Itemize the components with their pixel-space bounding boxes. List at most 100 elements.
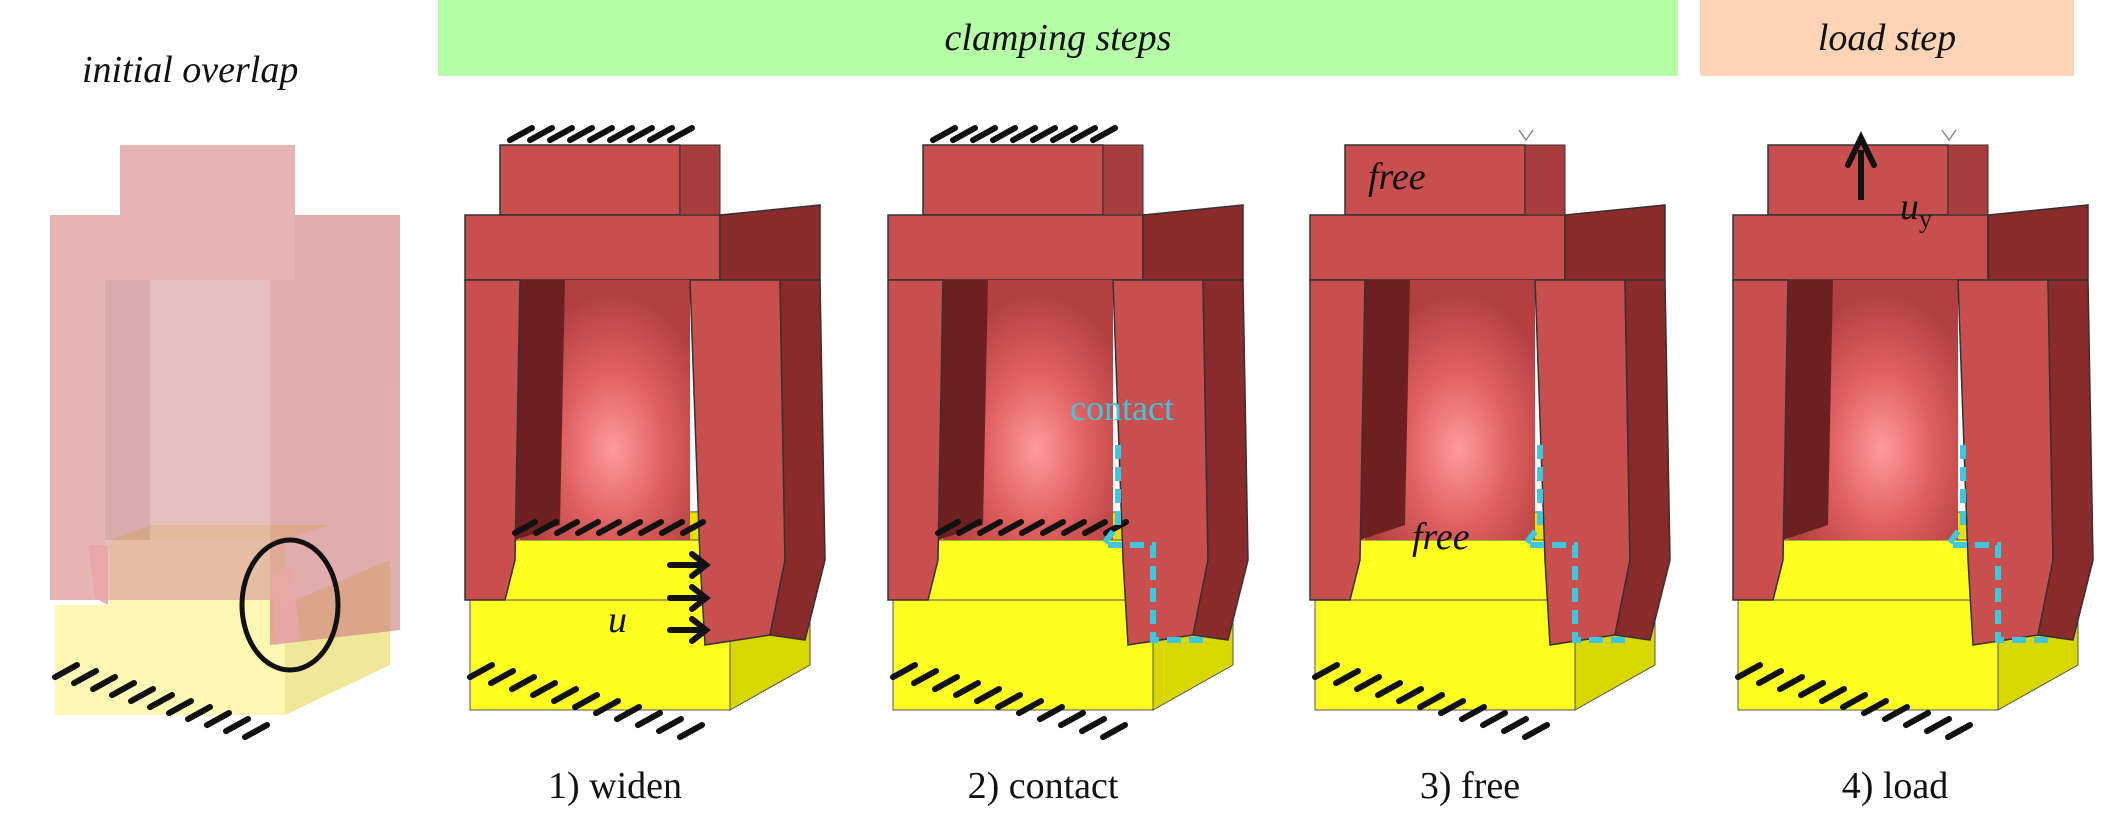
ground-hatch-mark — [932, 674, 960, 693]
top-clamp-hatch — [1050, 125, 1078, 144]
ground-hatch-mark — [1945, 722, 1973, 741]
interface-clamp-hatch — [1103, 519, 1129, 536]
caption-contact: 2) contact — [967, 765, 1119, 807]
ground-hatch-mark — [1840, 692, 1868, 711]
clamp-crossbar-side — [295, 215, 400, 280]
ground-hatch-mark — [223, 716, 251, 735]
ground-hatch-mark — [530, 680, 558, 699]
top-clamp-hatch — [930, 125, 958, 144]
clamp-crossbar — [464, 214, 721, 281]
ground-hatch-mark — [1459, 704, 1487, 723]
clamp-leg-right — [270, 280, 400, 645]
clamp-leg-right-side — [1192, 279, 1249, 641]
top-clamp-hatch — [990, 125, 1018, 144]
panel-contact — [887, 125, 1249, 741]
clamp-leg-left — [464, 279, 521, 601]
ground-hatch — [52, 662, 270, 741]
ground-hatch-mark — [1354, 674, 1382, 693]
interface-clamp-hatch — [554, 519, 580, 536]
ground-hatch-mark — [185, 704, 213, 723]
interface-clamp-hatch — [533, 519, 559, 536]
free-top-label: free — [1368, 156, 1426, 198]
interface-clamp-hatch — [575, 519, 601, 536]
ground-hatch-mark — [467, 662, 495, 681]
panel-initial-overlap — [50, 145, 400, 741]
clamp-crossbar-side — [1987, 204, 2089, 286]
top-clamp-hatch — [1070, 125, 1098, 144]
top-clamp-hatch — [950, 125, 978, 144]
interface-clamp-hatch — [935, 519, 961, 536]
ground-hatch-mark — [635, 710, 663, 729]
uy-label: uy — [1900, 185, 1932, 235]
ground-hatch-mark — [995, 692, 1023, 711]
ground-hatch-mark — [890, 662, 918, 681]
top-clamp-hatch — [1010, 125, 1038, 144]
ground-hatch-mark — [953, 680, 981, 699]
contact-line — [1519, 445, 1625, 643]
interface-clamp-hatch — [617, 519, 643, 536]
top-clamp-hatch — [647, 125, 675, 144]
top-clamp-hatch — [507, 125, 535, 144]
free-interface-label: free — [1412, 516, 1470, 558]
interface-clamp-hatch — [659, 519, 685, 536]
ground-hatch-mark — [166, 698, 194, 717]
clamp-cavity-shade — [105, 280, 150, 540]
clamp-leg-right — [1112, 279, 1209, 646]
ground-hatch-mark — [1924, 716, 1952, 735]
interface-clamp-hatch — [998, 519, 1024, 536]
clamping-steps-banner: clamping steps — [438, 0, 1678, 76]
top-clamp-hatch — [667, 125, 695, 144]
ground-hatch-mark — [1480, 710, 1508, 729]
panel-free — [1309, 129, 1671, 741]
clamping-steps-title: clamping steps — [944, 17, 1172, 59]
clamp-leg-right-side — [2037, 279, 2094, 641]
interface-clamp-hatch — [977, 519, 1003, 536]
ground-hatch-mark — [509, 674, 537, 693]
top-clamp-hatch — [970, 125, 998, 144]
contact-line — [1942, 445, 2048, 643]
ground-hatch-mark — [488, 668, 516, 687]
ground-hatch-mark — [52, 662, 80, 681]
interface-clamp-hatch — [1040, 519, 1066, 536]
clamp-top-side — [1947, 144, 1989, 216]
uy-label-letter: u — [1900, 186, 1919, 228]
panel-widen — [464, 125, 826, 741]
ground-hatch-mark — [242, 722, 270, 741]
caption-free: 3) free — [1419, 765, 1521, 807]
clamp-leg-left — [1732, 279, 1789, 601]
clamp-crossbar — [1732, 214, 1989, 281]
ground-hatch-mark — [1333, 668, 1361, 687]
load-step-title: load step — [1817, 17, 1957, 59]
clamp-crossbar-side — [1564, 204, 1666, 286]
interface-clamp-hatch — [596, 519, 622, 536]
interface-clamp-hatch — [512, 519, 538, 536]
ground-hatch-mark — [1438, 698, 1466, 717]
top-clamp-hatch — [567, 125, 595, 144]
clamp-top-side — [1524, 144, 1566, 216]
ground-hatch-mark — [1037, 704, 1065, 723]
overlap-region-right — [272, 565, 300, 645]
contact-label: contact — [1070, 388, 1174, 428]
ground-hatch-mark — [1735, 662, 1763, 681]
ground-hatch-mark — [128, 686, 156, 705]
ground-hatch-mark — [1375, 680, 1403, 699]
ground-hatch-mark — [109, 680, 137, 699]
clamp-leg-left — [1309, 279, 1366, 601]
ground-hatch-mark — [1058, 710, 1086, 729]
specimen-front — [55, 605, 285, 715]
clamp-cavity-shade — [515, 280, 565, 540]
ground-hatch-mark — [1861, 698, 1889, 717]
overlap-region-left — [88, 545, 108, 605]
ground-hatch-mark — [1903, 710, 1931, 729]
load-arrowhead — [1845, 131, 1877, 168]
caption-widen: 1) widen — [547, 765, 683, 807]
clamp-leg-right — [689, 279, 786, 646]
caption-load: 4) load — [1841, 765, 1949, 807]
interface-clamp-hatch — [1082, 519, 1108, 536]
ground-hatch-mark — [911, 668, 939, 687]
displacement-arrowhead — [689, 616, 711, 644]
ground-hatch-mark — [593, 698, 621, 717]
uy-label-subscript: y — [1919, 204, 1932, 234]
top-clamp-hatch — [1030, 125, 1058, 144]
